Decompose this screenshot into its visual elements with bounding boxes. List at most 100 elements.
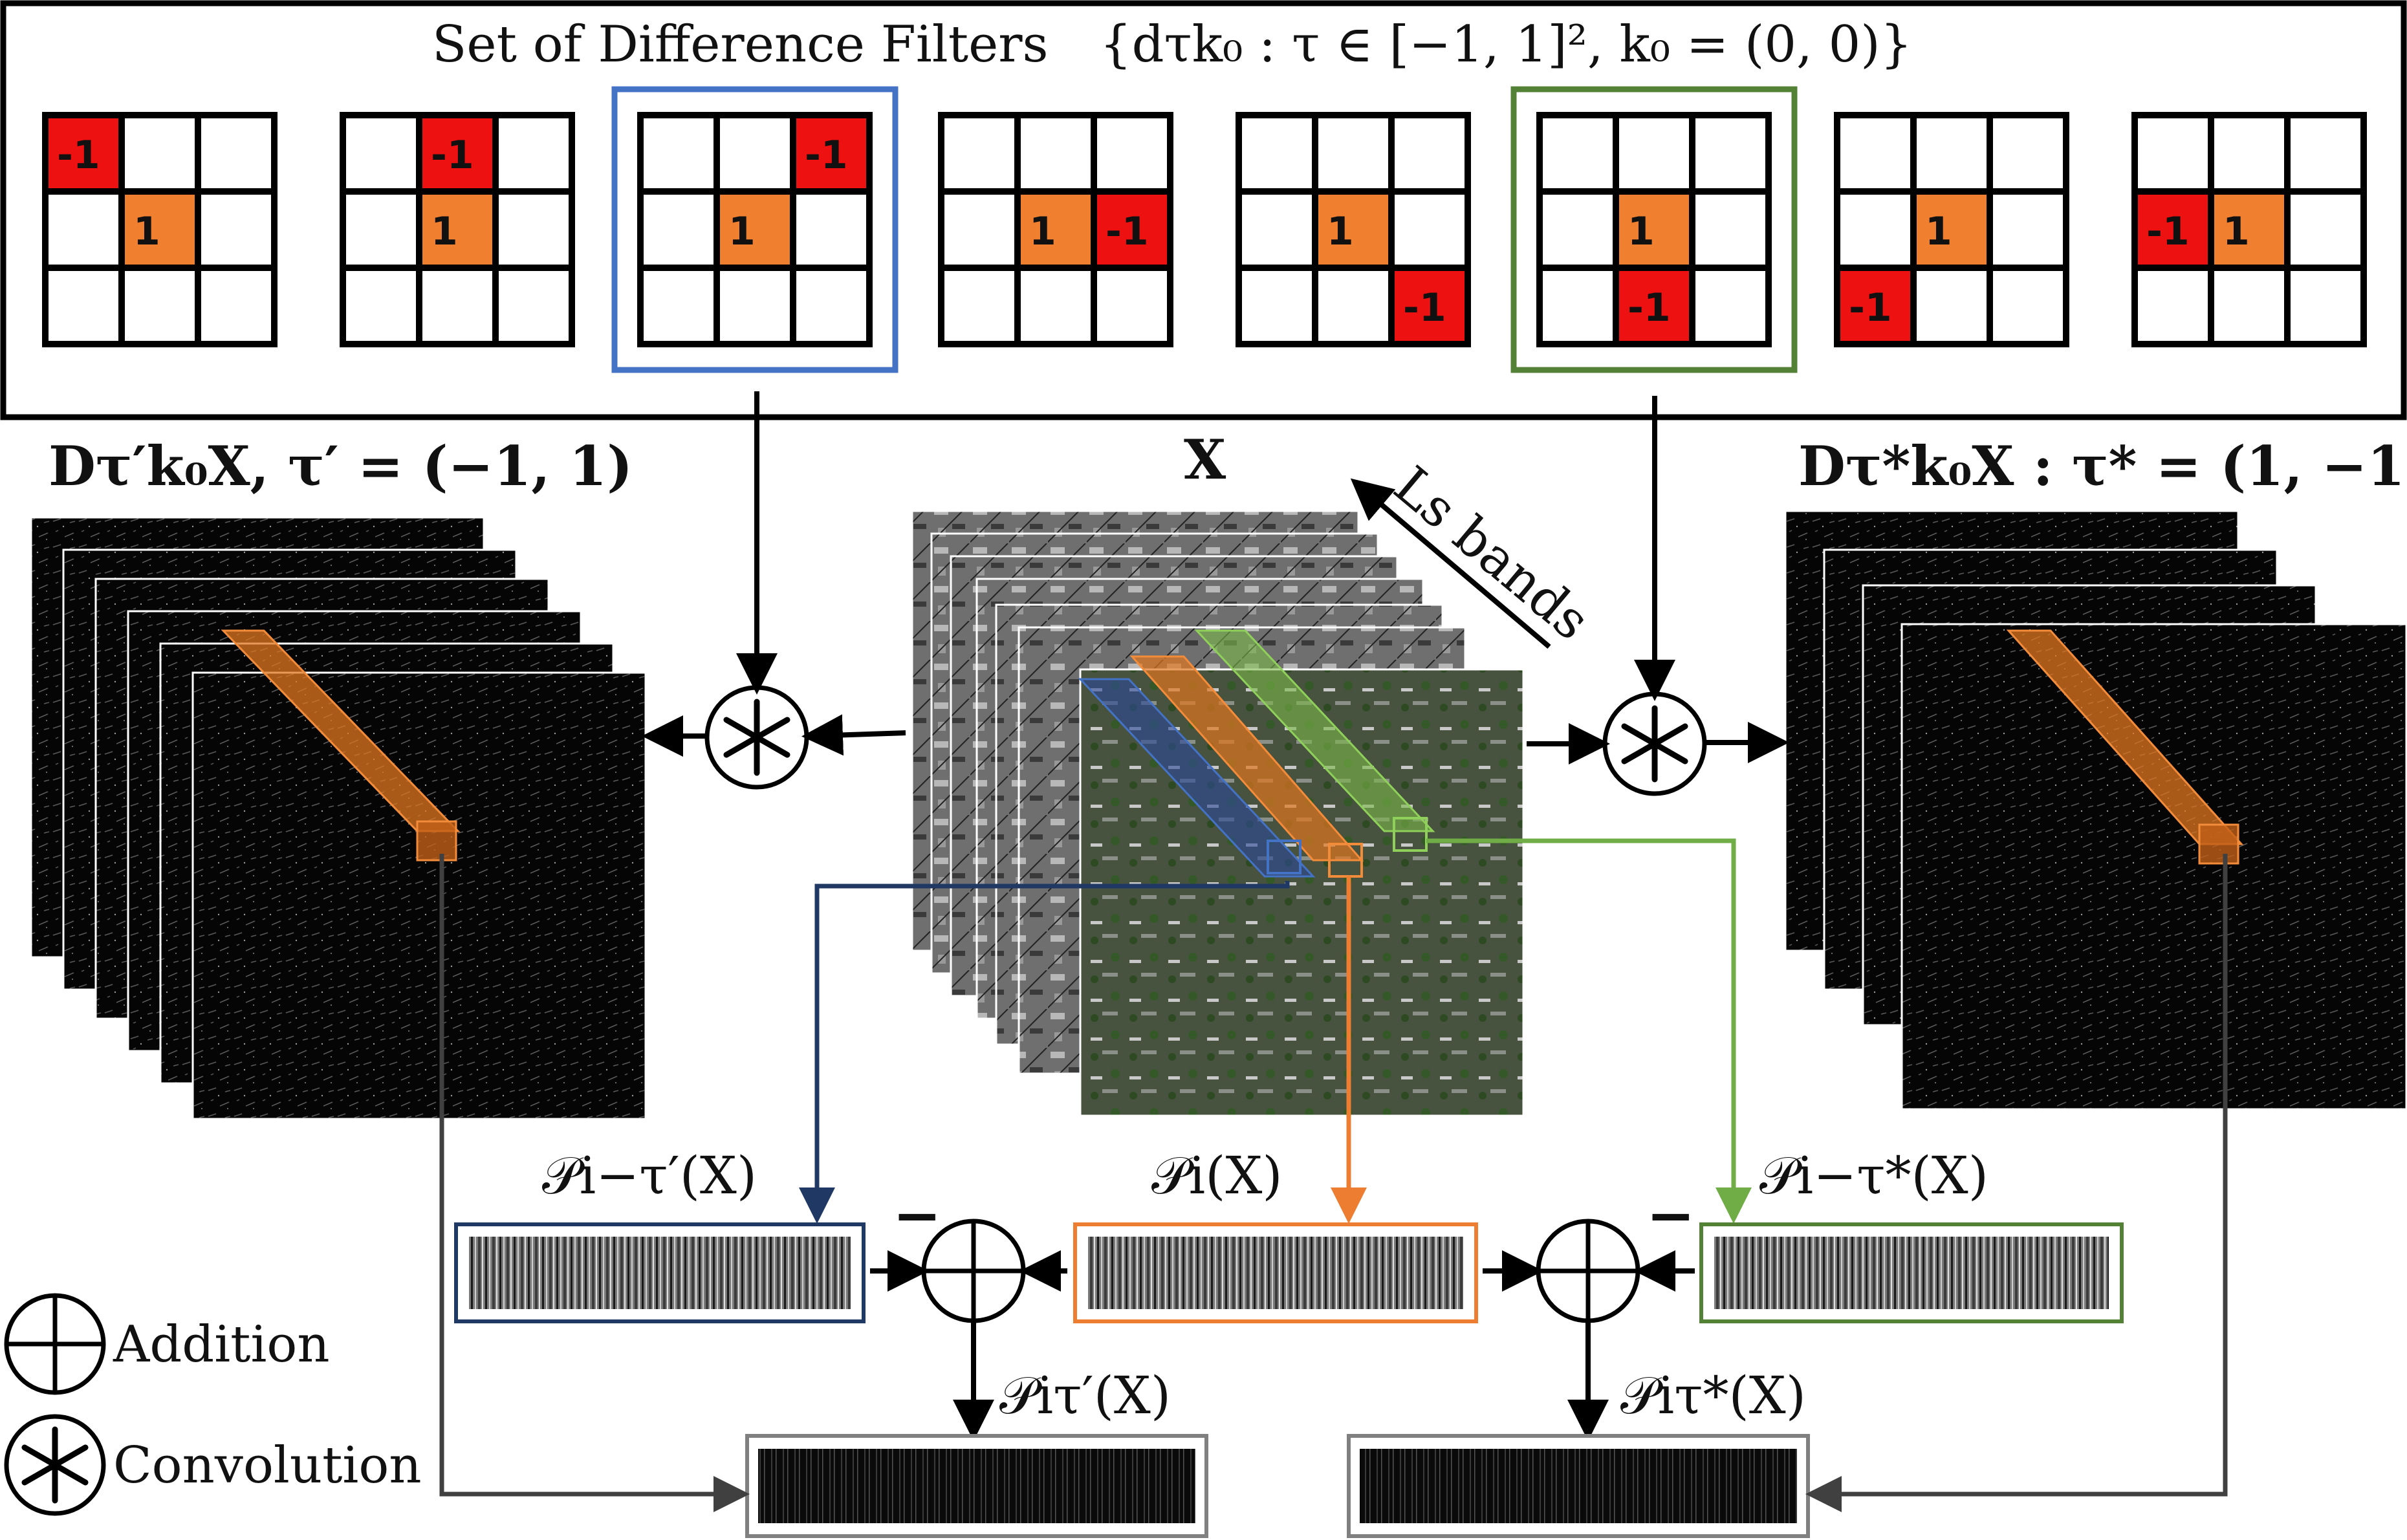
center-stack-label: X xyxy=(1184,428,1226,492)
filter-neg-value: -1 xyxy=(1403,285,1446,331)
filter-bank-formula: {dτk₀ : τ ∈ [−1, 1]², k₀ = (0, 0)} xyxy=(1100,16,1912,74)
filter-empty-cell xyxy=(637,265,720,347)
filter-center-value: 1 xyxy=(1925,209,1952,254)
filter-empty-cell xyxy=(1536,112,1619,195)
result-left-spectrum xyxy=(745,1434,1208,1538)
filter-empty-cell xyxy=(1689,188,1772,271)
right-stack-label: Dτ*k₀X : τ* = (1, −1) xyxy=(1798,434,2407,498)
filter-neg-cell xyxy=(416,112,499,195)
filter-empty-cell xyxy=(938,265,1021,347)
filter-empty-cell xyxy=(1236,265,1318,347)
patch-left-spectrum xyxy=(454,1222,866,1323)
filter-empty-cell xyxy=(2284,188,2367,271)
result-left-label: 𝒫iτ′(X) xyxy=(999,1365,1171,1426)
filter-empty-cell xyxy=(2284,265,2367,347)
patch-center-spectrum xyxy=(1073,1222,1478,1323)
filter-empty-cell xyxy=(1613,112,1695,195)
filter-kernel-5: 1 -1 xyxy=(1236,112,1471,347)
x-to-conv-left-arrow xyxy=(801,714,906,756)
filter-neg-cell xyxy=(1834,265,1917,347)
filter-kernel-1: -11 xyxy=(42,112,278,347)
filter-kernel-4: 1 -1 xyxy=(938,112,1173,347)
filter-empty-cell xyxy=(1834,188,1917,271)
center-blue-tube xyxy=(1078,678,1316,878)
filter-center-value: 1 xyxy=(1327,209,1354,254)
filter-neg-value: -1 xyxy=(2146,209,2190,254)
filter-empty-cell xyxy=(195,265,278,347)
filter-highlight-blue xyxy=(611,86,899,373)
filter-empty-cell xyxy=(1014,112,1097,195)
blue-patch-line xyxy=(799,881,1290,1224)
filter-empty-cell xyxy=(2208,112,2291,195)
center-green-tube xyxy=(1194,629,1435,832)
legend-convolution-icon xyxy=(4,1414,106,1516)
filter-neg-value: -1 xyxy=(1849,285,1892,331)
filter-center-value: 1 xyxy=(1029,209,1056,254)
filter-highlight-green xyxy=(1510,86,1798,373)
left-stack-to-result-line xyxy=(439,854,750,1512)
filter-empty-cell xyxy=(938,188,1021,271)
filter-empty-cell xyxy=(790,188,873,271)
patch-left-label: 𝒫i−τ′(X) xyxy=(542,1145,757,1206)
patch-right-label: 𝒫i−τ*(X) xyxy=(1759,1145,1988,1206)
filter-neg-cell xyxy=(1091,188,1173,271)
filter-empty-cell xyxy=(118,112,201,195)
filter-empty-cell xyxy=(1312,265,1395,347)
center-image-stack xyxy=(911,510,1525,1117)
filter-empty-cell xyxy=(1312,112,1395,195)
filter-neg-value: -1 xyxy=(805,133,848,178)
filter-neg-value: -1 xyxy=(1105,209,1149,254)
minus-sign-right: − xyxy=(1646,1181,1695,1250)
filter-empty-cell xyxy=(492,188,575,271)
filter-kernel-3: -1 1 xyxy=(611,86,899,373)
addition-operator-right xyxy=(1536,1219,1640,1323)
filter-neg-value: -1 xyxy=(431,133,474,178)
filter-kernel-6: 1 -1 xyxy=(1510,86,1798,373)
legend-addition-label: Addition xyxy=(113,1316,330,1374)
green-patch-line xyxy=(1426,838,1752,1224)
filter-empty-cell xyxy=(1388,188,1471,271)
filter-empty-cell xyxy=(2284,112,2367,195)
filter-empty-cell xyxy=(790,265,873,347)
filter-empty-cell xyxy=(2208,265,2291,347)
filter-empty-cell xyxy=(2131,112,2214,195)
filter-empty-cell xyxy=(1388,112,1471,195)
filter-bank-title: Set of Difference Filters xyxy=(432,16,1049,74)
filter-neg-value: -1 xyxy=(1628,285,1671,331)
result-right-label: 𝒫iτ*(X) xyxy=(1620,1365,1806,1426)
filter-empty-cell xyxy=(195,112,278,195)
filter-empty-cell xyxy=(340,188,422,271)
filter-center-cell xyxy=(1312,188,1395,271)
filter-center-value: 1 xyxy=(1628,209,1655,254)
result-right-spectrum xyxy=(1347,1434,1810,1538)
filter-neg-cell xyxy=(1613,265,1695,347)
filter-empty-cell xyxy=(713,112,796,195)
filter-empty-cell xyxy=(1987,112,2069,195)
filter-empty-cell xyxy=(637,188,720,271)
convolution-operator-left xyxy=(704,685,809,790)
filter-center-value: 1 xyxy=(133,209,160,254)
filter-empty-cell xyxy=(713,265,796,347)
filter-neg-cell xyxy=(2131,188,2214,271)
left-orange-tube xyxy=(221,629,461,832)
filter-empty-cell xyxy=(1834,112,1917,195)
filter-empty-cell xyxy=(938,112,1021,195)
filter-center-value: 1 xyxy=(728,209,756,254)
right-orange-tube xyxy=(2006,629,2244,845)
filter-center-value: 1 xyxy=(431,209,458,254)
filter-neg-cell xyxy=(1388,265,1471,347)
filter-empty-cell xyxy=(42,188,125,271)
patch-right-spectrum xyxy=(1699,1222,2124,1323)
filter-empty-cell xyxy=(637,112,720,195)
filter-empty-cell xyxy=(2131,265,2214,347)
filter-empty-cell xyxy=(42,265,125,347)
filter-empty-cell xyxy=(1987,265,2069,347)
legend-addition-icon xyxy=(4,1293,106,1395)
filter-empty-cell xyxy=(1689,112,1772,195)
filter-empty-cell xyxy=(1536,188,1619,271)
filter-empty-cell xyxy=(1689,265,1772,347)
minus-sign-left: − xyxy=(893,1181,941,1250)
filter-kernel-7: 1 -1 xyxy=(1834,112,2069,347)
